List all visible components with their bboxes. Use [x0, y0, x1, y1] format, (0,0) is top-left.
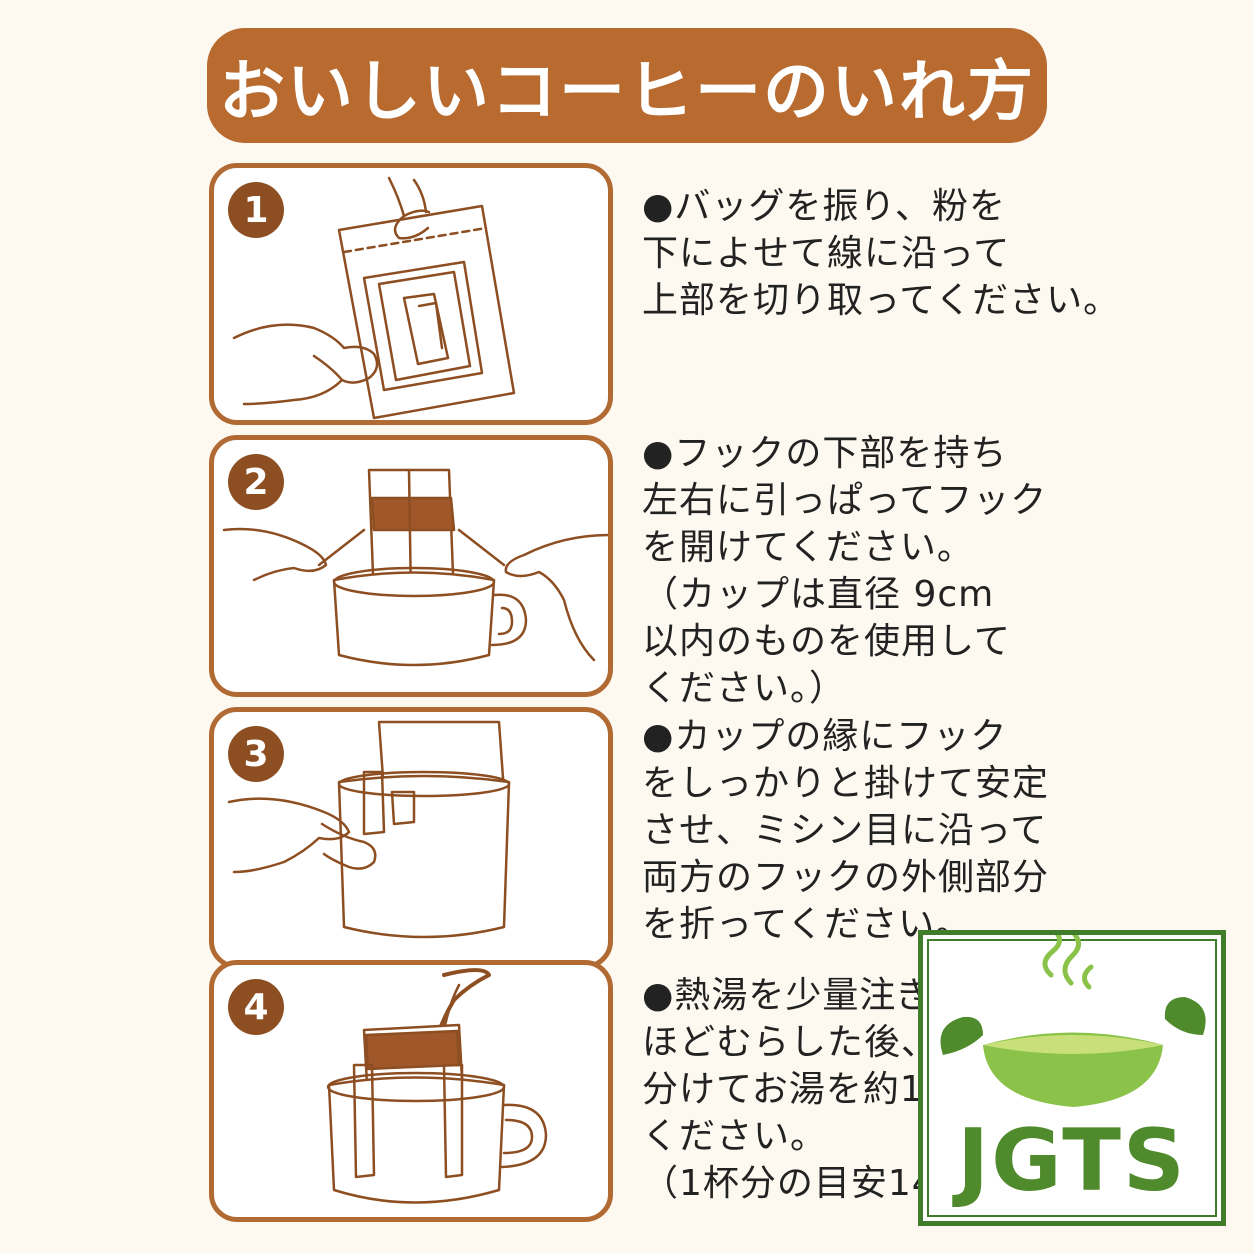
step-2-line-5: 以内のものを使用して [642, 621, 1011, 662]
logo-inner-border [927, 939, 1217, 1217]
step-3-instructions: ●カップの縁にフック をしっかりと掛けて安定 させ、ミシン目に沿って 両方のフッ… [642, 713, 1062, 948]
step-2-line-1: ●フックの下部を持ち [642, 433, 1008, 474]
hook-opening-illustration [222, 468, 608, 667]
step-1-line-1: ●バッグを振り、粉を [642, 186, 1006, 227]
step-1-line-2: 下によせて線に沿って [642, 233, 1011, 274]
pouring-water-illustration [326, 968, 548, 1204]
logo-text: JGTS [957, 1111, 1187, 1211]
step-1-instructions: ●バッグを振り、粉を 下によせて線に沿って 上部を切り取ってください。 [642, 183, 1121, 324]
step-2-line-3: を開けてください。 [642, 527, 974, 568]
step-3-line-2: をしっかりと掛けて安定 [642, 763, 1050, 804]
step-1-line-3: 上部を切り取ってください。 [642, 280, 1121, 321]
step-3-line-1: ●カップの縁にフック [642, 716, 1008, 757]
step-3-line-5: を折ってください。 [642, 904, 973, 945]
step-2-illustration-panel: 2 [209, 435, 613, 697]
jgts-logo: JGTS [918, 930, 1226, 1226]
step-2-line-4: （カップは直径 9cm [642, 574, 995, 615]
hook-on-cup-illustration [227, 720, 511, 939]
page-title: おいしいコーヒーのいれ方 [219, 52, 1035, 130]
step-4-line-2: ほどむらした後、2 [642, 1022, 962, 1063]
step-2-line-6: ください。） [642, 668, 847, 709]
step-2-number: 2 [228, 454, 284, 510]
step-4-number: 4 [228, 979, 284, 1035]
drip-bag-tear-illustration [232, 176, 516, 420]
step-3-line-3: させ、ミシン目に沿って [642, 810, 1048, 851]
title-banner: おいしいコーヒーのいれ方 [207, 28, 1047, 143]
step-3-number: 3 [228, 726, 284, 782]
step-3-line-4: 両方のフックの外側部分 [642, 857, 1050, 898]
step-1-number: 1 [228, 182, 284, 238]
tea-cup-icon [940, 935, 1206, 1107]
step-4-illustration-panel: 4 [209, 960, 613, 1222]
step-1-illustration-panel: 1 [209, 163, 613, 425]
step-2-line-2: 左右に引っぱってフック [642, 480, 1048, 521]
step-4-line-1: ●熱湯を少量注ぎ、 [642, 975, 969, 1016]
step-4-line-5: （1杯分の目安140 [642, 1163, 960, 1204]
step-2-instructions: ●フックの下部を持ち 左右に引っぱってフック を開けてください。 （カップは直径… [642, 430, 1062, 712]
step-4-line-4: ください。 [642, 1116, 828, 1157]
step-3-illustration-panel: 3 [209, 707, 613, 969]
